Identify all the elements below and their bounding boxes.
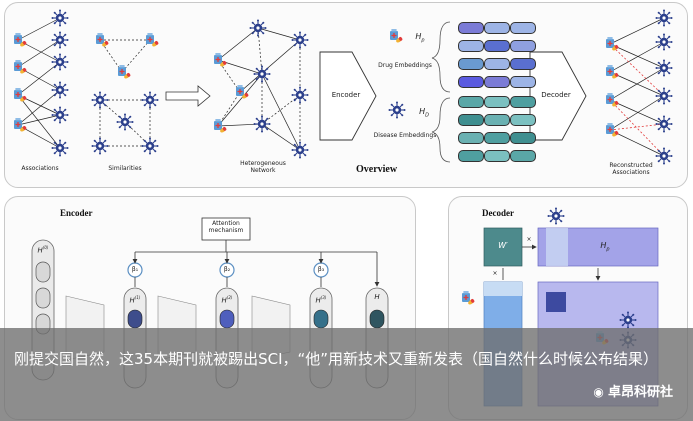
beta-1: β₁ xyxy=(131,266,139,273)
article-title[interactable]: 刚提交国自然，这35本期刊就被踢出SCI，“他”用新技术又重新发表（国自然什么时… xyxy=(14,350,659,368)
embedding-pill xyxy=(484,76,510,88)
embedding-pill xyxy=(458,114,484,126)
embedding-pill xyxy=(458,58,484,70)
embedding-pill xyxy=(484,40,510,52)
label-associations: Associations xyxy=(21,165,59,172)
embedding-pill xyxy=(510,150,536,162)
arrow-1 xyxy=(165,85,211,107)
embedding-pill xyxy=(458,22,484,34)
embedding-pill xyxy=(484,96,510,108)
encoder-chevron xyxy=(319,51,377,141)
overview-title: Overview xyxy=(356,164,398,175)
h1-label: H(1) xyxy=(129,295,141,305)
label-similarities: Similarities xyxy=(108,165,142,172)
embedding-pill xyxy=(458,96,484,108)
embedding-pill xyxy=(510,76,536,88)
heterogeneous-network xyxy=(213,18,310,160)
embedding-pill xyxy=(484,132,510,144)
caption-overlay xyxy=(0,328,693,421)
embedding-pill xyxy=(458,132,484,144)
embedding-pill xyxy=(510,22,536,34)
label-encoder: Encoder xyxy=(331,91,361,99)
embedding-pill xyxy=(458,76,484,88)
embedding-pill xyxy=(484,150,510,162)
label-heterogeneous: Heterogeneous Network xyxy=(240,160,286,174)
embedding-pill xyxy=(510,58,536,70)
wechat-icon: ◉ xyxy=(593,385,608,399)
brand-watermark: ◉ 卓昂科研社 xyxy=(593,385,673,400)
similarities-graph xyxy=(90,32,160,156)
embedding-pill xyxy=(458,150,484,162)
embedding-pill xyxy=(510,114,536,126)
associations-graph xyxy=(13,8,70,158)
times-2: × xyxy=(492,270,498,277)
embedding-pill xyxy=(458,40,484,52)
decoder-title: Decoder xyxy=(482,208,514,218)
label-reconstructed: Reconstructed Associations xyxy=(609,162,653,176)
encoder-title: Encoder xyxy=(60,208,93,218)
h3-label: H(3) xyxy=(315,295,327,305)
label-drug-embeddings: Drug Embeddings xyxy=(378,62,432,69)
times-1: × xyxy=(526,236,532,243)
beta-2: β₂ xyxy=(223,266,231,273)
label-disease-embeddings: Disease Embeddings xyxy=(373,132,437,139)
h0-label: H(0) xyxy=(37,245,49,255)
embedding-pill xyxy=(510,132,536,144)
embedding-pill xyxy=(484,114,510,126)
final-h-label: H xyxy=(374,293,380,301)
h2-label: H(2) xyxy=(221,295,233,305)
reconstructed-graph xyxy=(605,8,674,166)
hp-decoder-label: Hp xyxy=(600,241,610,253)
label-decoder: Decoder xyxy=(541,91,571,99)
label-hd: HD xyxy=(419,107,429,119)
attention-label: Attention mechanism xyxy=(208,220,244,234)
beta-3: β₃ xyxy=(317,266,325,273)
embedding-pill xyxy=(510,96,536,108)
wprime-label: W′ xyxy=(498,241,508,250)
embedding-pill xyxy=(510,40,536,52)
label-hp: Hp xyxy=(415,32,425,44)
embedding-pill xyxy=(484,22,510,34)
embedding-pill xyxy=(484,58,510,70)
